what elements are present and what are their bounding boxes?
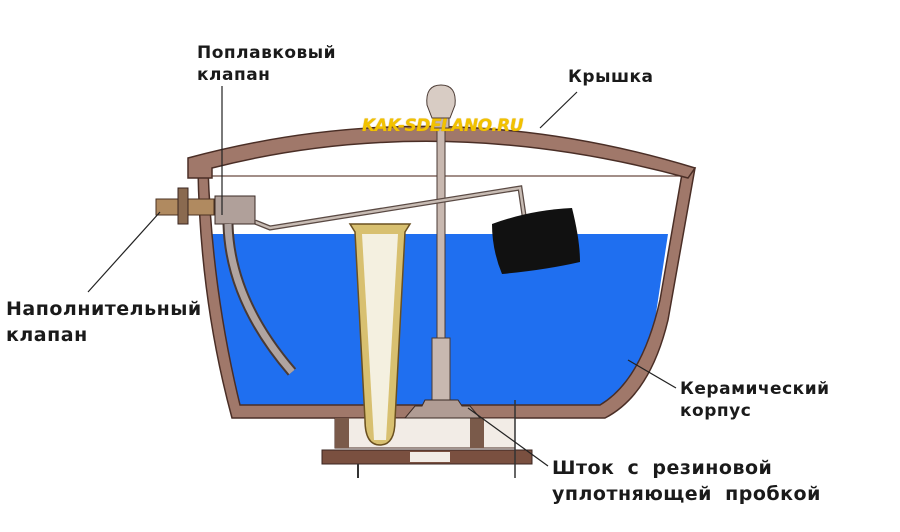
label-stem-line1: Шток с резиновой <box>552 457 773 479</box>
leader-body <box>627 359 677 389</box>
label-fill-valve: Наполнительный клапан <box>6 296 202 348</box>
label-stem-line2: уплотняющей пробкой <box>552 483 821 505</box>
leader-stem <box>467 407 549 467</box>
label-float-valve: Поплавковый клапан <box>197 42 336 86</box>
leader-fill-valve <box>87 211 161 293</box>
lid <box>187 125 697 179</box>
label-ceramic-body-line2: корпус <box>680 401 752 421</box>
stem-rod <box>436 124 446 341</box>
leader-lid <box>539 91 578 129</box>
label-stem: Шток с резиновой уплотняющей пробкой <box>552 455 821 507</box>
label-fill-valve-line2: клапан <box>6 324 88 346</box>
float <box>492 208 580 274</box>
label-ceramic-body-line1: Керамический <box>680 379 830 399</box>
label-float-valve-line1: Поплавковый <box>197 43 337 63</box>
label-fill-valve-line1: Наполнительный <box>6 298 202 320</box>
watermark: KAK-SDELANO.RU <box>362 116 524 136</box>
rubber-plug <box>403 399 482 419</box>
label-ceramic-body: Керамический корпус <box>680 378 830 422</box>
label-float-valve-line2: клапан <box>197 65 271 85</box>
label-lid: Крышка <box>568 67 654 87</box>
stem-knob <box>426 84 456 119</box>
